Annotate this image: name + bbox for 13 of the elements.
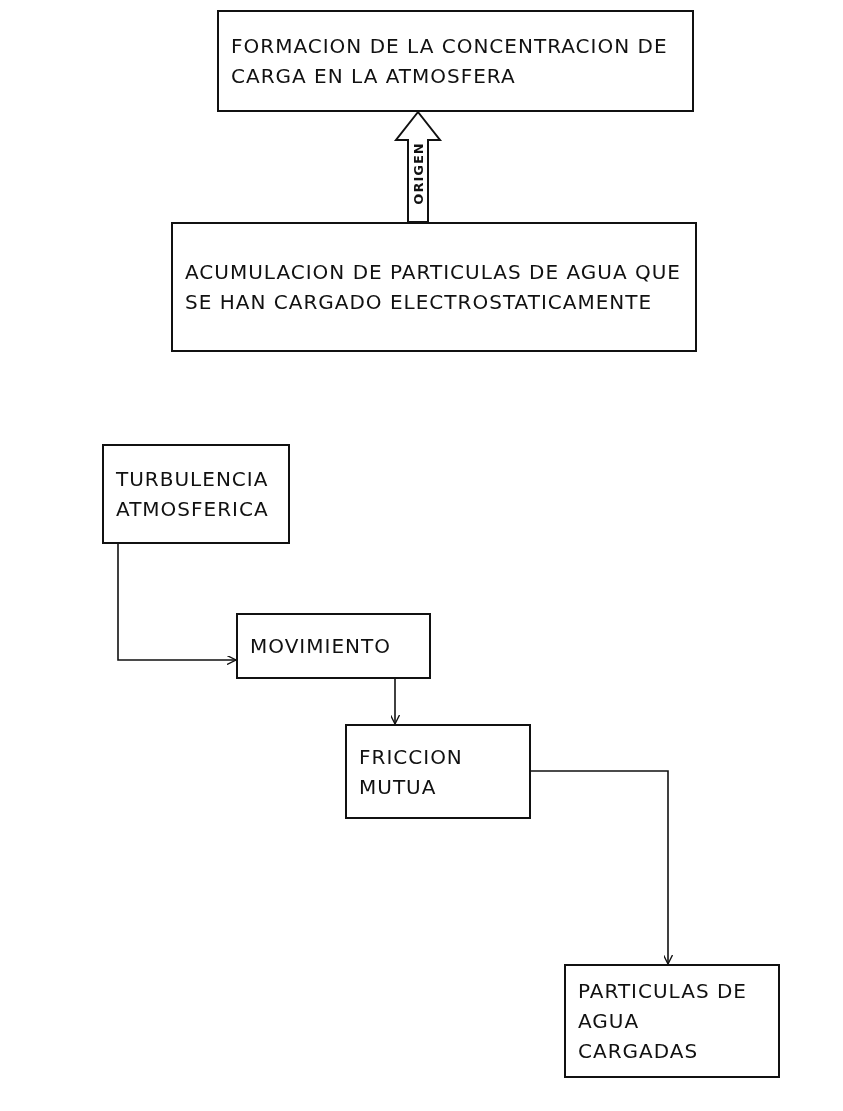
process-box (217, 10, 694, 112)
box-text: FORMACION DE LA CONCENTRACION DE CARGA EN LA ATMOSFERA (231, 33, 669, 90)
box-text: MOVIMIENTO (250, 633, 391, 660)
box-text: FRICCION MUTUA (359, 743, 464, 801)
process-box (236, 613, 431, 679)
process-box (564, 964, 780, 1078)
box-text: TURBULENCIA ATMOSFERICA (116, 466, 270, 523)
process-box (102, 444, 290, 544)
process-box (171, 222, 697, 352)
box-text: ACUMULACION DE PARTICULAS DE AGUA QUE SE HAN CARGADO ELECTROSTATICAMENTE (185, 259, 682, 316)
process-box (345, 724, 531, 819)
box-text: PARTICULAS DE AGUA CARGADAS (578, 978, 748, 1065)
edge-label: ORIGEN (410, 141, 426, 205)
